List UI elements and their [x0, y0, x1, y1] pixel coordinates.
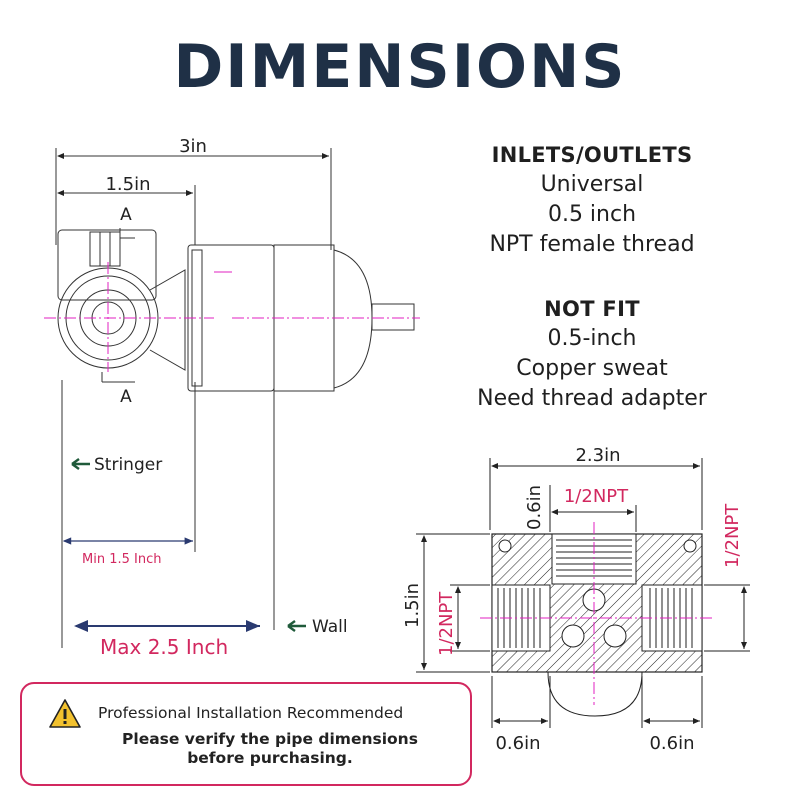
- section-label-bottom: A: [120, 387, 132, 407]
- not-fit-line-1: 0.5-inch: [547, 326, 637, 351]
- notice-heading: Professional Installation Recommended: [98, 704, 404, 722]
- not-fit-line-2: Copper sweat: [516, 356, 668, 381]
- notice-body: Please verify the pipe dimensions before…: [92, 730, 448, 768]
- section-dimension-lines: [416, 458, 750, 728]
- stringer-arrow-icon: [71, 458, 90, 470]
- page-title: DIMENSIONS: [173, 32, 627, 102]
- section-dim-height: 1.5in: [402, 583, 423, 628]
- inlets-outlets-spec: INLETS/OUTLETS Universal 0.5 inch NPT fe…: [392, 140, 792, 260]
- section-dim-depth-top: 0.6in: [524, 485, 545, 530]
- section-dim-bottom-left: 0.6in: [495, 733, 540, 754]
- thread-top-label: 1/2NPT: [564, 486, 629, 507]
- dim-half-label: 1.5in: [105, 174, 150, 195]
- inlets-heading: INLETS/OUTLETS: [491, 143, 693, 167]
- wall-label: Wall: [312, 617, 348, 637]
- notice-body-line-1: Please verify the pipe dimensions: [122, 730, 418, 748]
- stringer-label: Stringer: [94, 455, 162, 475]
- side-centerlines: [44, 262, 420, 372]
- min-label: Min 1.5 Inch: [82, 552, 161, 567]
- not-fit-spec: NOT FIT 0.5-inch Copper sweat Need threa…: [392, 294, 792, 414]
- installation-notice: Professional Installation Recommended Pl…: [20, 682, 472, 786]
- not-fit-line-3: Need thread adapter: [477, 386, 707, 411]
- notice-body-line-2: before purchasing.: [187, 749, 353, 767]
- dim-total-label: 3in: [179, 136, 207, 157]
- warning-icon: [49, 699, 81, 728]
- wall-arrow-icon: [287, 620, 306, 632]
- side-view-drawing: [55, 148, 415, 648]
- thread-left-label: 1/2NPT: [436, 591, 457, 656]
- inlets-line-1: Universal: [540, 172, 644, 197]
- section-dim-bottom-right: 0.6in: [649, 733, 694, 754]
- section-label-top: A: [120, 205, 132, 225]
- inlets-line-3: NPT female thread: [489, 232, 695, 257]
- thread-right-label: 1/2NPT: [722, 503, 743, 568]
- section-centerlines: [480, 522, 715, 705]
- section-dim-width: 2.3in: [575, 445, 620, 466]
- inlets-line-2: 0.5 inch: [547, 202, 637, 227]
- section-view-drawing: [491, 533, 703, 717]
- max-label: Max 2.5 Inch: [100, 635, 228, 659]
- not-fit-heading: NOT FIT: [544, 297, 640, 321]
